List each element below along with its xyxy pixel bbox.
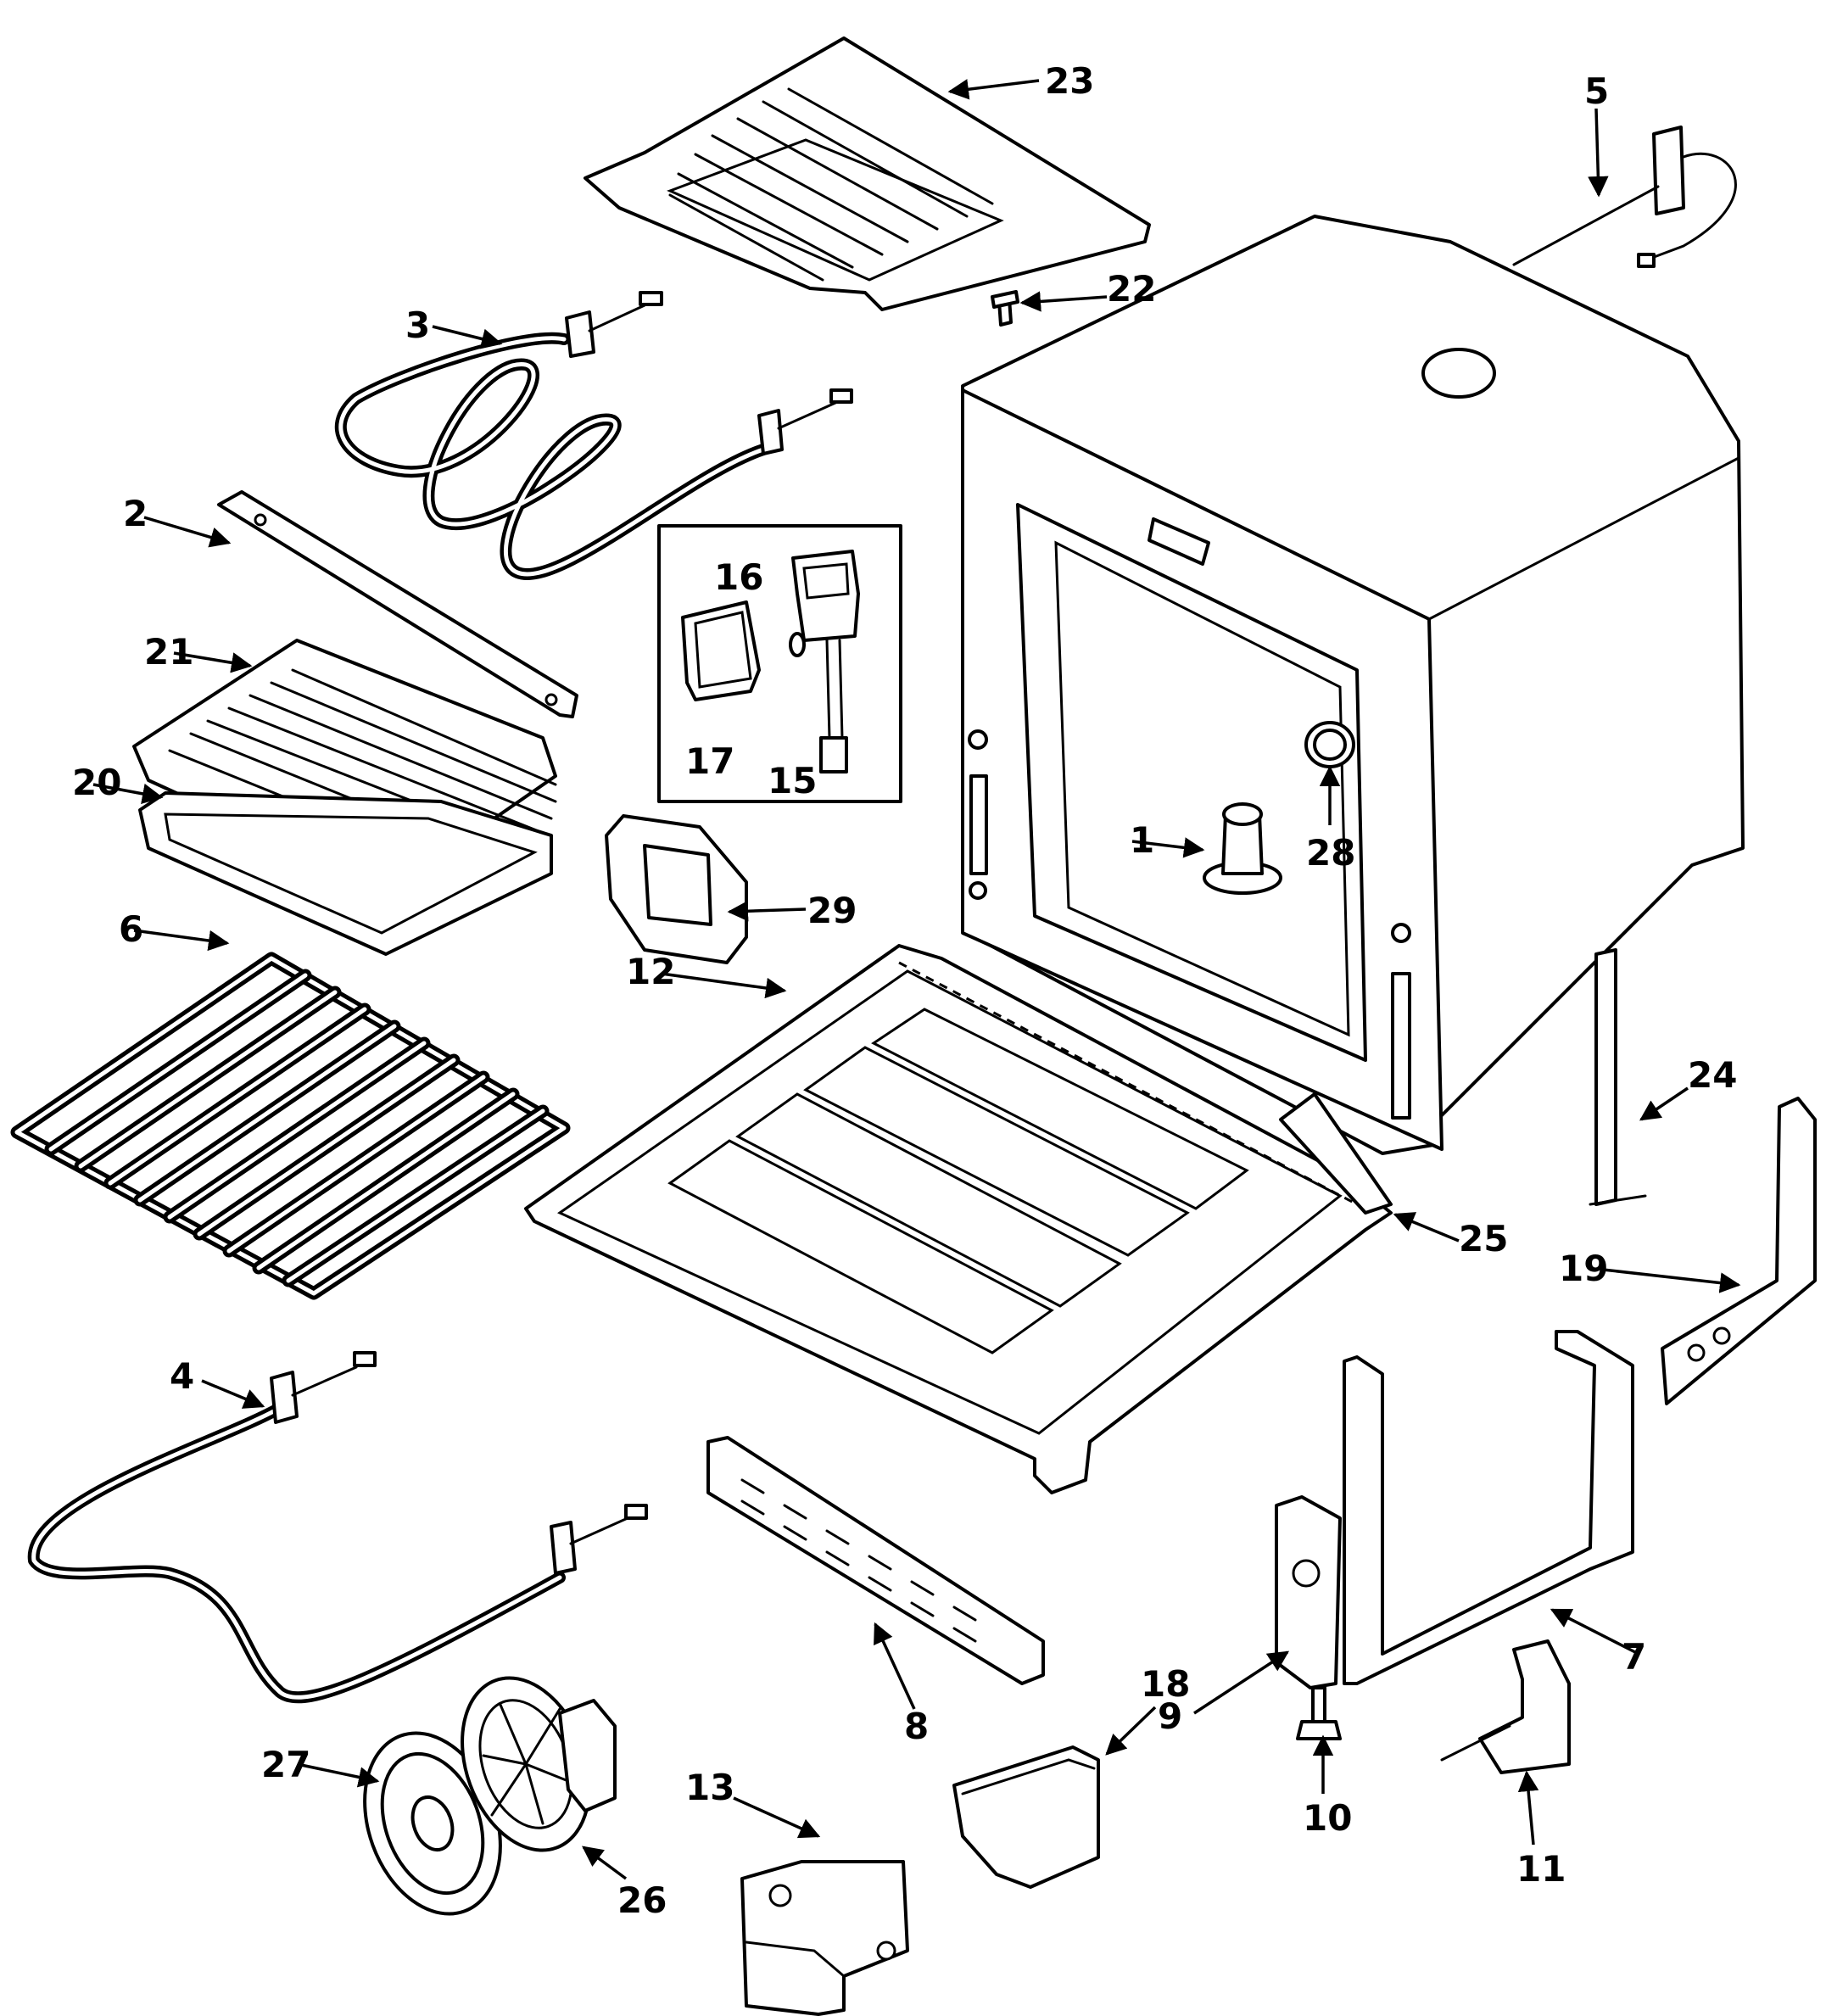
callout-29: 29: [807, 890, 857, 931]
callout-28: 28: [1306, 832, 1355, 874]
part-11-anti-tip-bracket: [1440, 1639, 1571, 1774]
callout-3: 3: [405, 304, 430, 346]
callout-4: 4: [170, 1355, 194, 1397]
oven-cavity: [961, 215, 1745, 1155]
part-5-oven-sensor: [1512, 126, 1737, 268]
callout-12: 12: [626, 951, 675, 992]
part-29-gasket: [605, 814, 748, 964]
part-18-bin: [952, 1745, 1100, 1889]
callout-18: 18: [1141, 1663, 1190, 1705]
inset-lamp-parts: [657, 524, 902, 803]
callout-1: 1: [1130, 819, 1154, 861]
part-6-oven-rack: [10, 952, 571, 1300]
part-13-motor-housing: [740, 1860, 909, 2016]
callout-15: 15: [768, 760, 817, 801]
callout-22: 22: [1107, 268, 1156, 310]
callout-10: 10: [1303, 1797, 1352, 1839]
callout-20: 20: [72, 762, 121, 803]
callout-23: 23: [1045, 60, 1094, 102]
part-7-frame: [1343, 1330, 1634, 1685]
part-16-bulb: [789, 632, 806, 657]
leader-lines: [92, 79, 1741, 1880]
part-10-leveling-leg: [1296, 1686, 1342, 1740]
part-25-flange: [1279, 1092, 1393, 1215]
part-8-vent-panel: [706, 1436, 1045, 1685]
callout-2: 2: [123, 493, 148, 534]
part-24-side-strip: [1589, 948, 1647, 1206]
part-17-lens: [681, 600, 761, 701]
part-26-fan-motor: [461, 1676, 617, 1852]
part-3-broil-element: [334, 291, 853, 580]
part-12-bottom-panel: [524, 944, 1393, 1494]
callout-25: 25: [1459, 1218, 1508, 1259]
part-22-screw: [991, 290, 1019, 327]
callout-16: 16: [714, 556, 763, 598]
callout-26: 26: [617, 1879, 667, 1921]
callout-17: 17: [685, 740, 734, 782]
part-20-broiler-pan: [138, 791, 553, 956]
callout-24: 24: [1688, 1054, 1737, 1096]
part-1-fan-hub: [1203, 802, 1282, 895]
callout-5: 5: [1584, 70, 1609, 112]
callout-13: 13: [685, 1767, 734, 1808]
callout-9: 9: [1158, 1695, 1182, 1737]
part-2-trim-strip: [217, 490, 578, 718]
callout-7: 7: [1622, 1636, 1646, 1678]
callout-labels: 23 5 22 3 2 16 21 20 17 15 1 28 29 6 12 …: [72, 60, 1737, 1921]
callout-6: 6: [119, 908, 143, 950]
callout-8: 8: [904, 1706, 929, 1747]
part-4-bake-element: [27, 1351, 648, 1704]
part-19-bracket: [1661, 1097, 1817, 1405]
callout-19: 19: [1559, 1248, 1608, 1289]
callout-27: 27: [261, 1744, 310, 1785]
callout-21: 21: [144, 631, 193, 673]
part-9-leveling-bracket: [1275, 1495, 1342, 1689]
part-23-heat-shield: [584, 36, 1151, 311]
part-28-plug: [1313, 729, 1347, 761]
callout-11: 11: [1516, 1848, 1566, 1890]
